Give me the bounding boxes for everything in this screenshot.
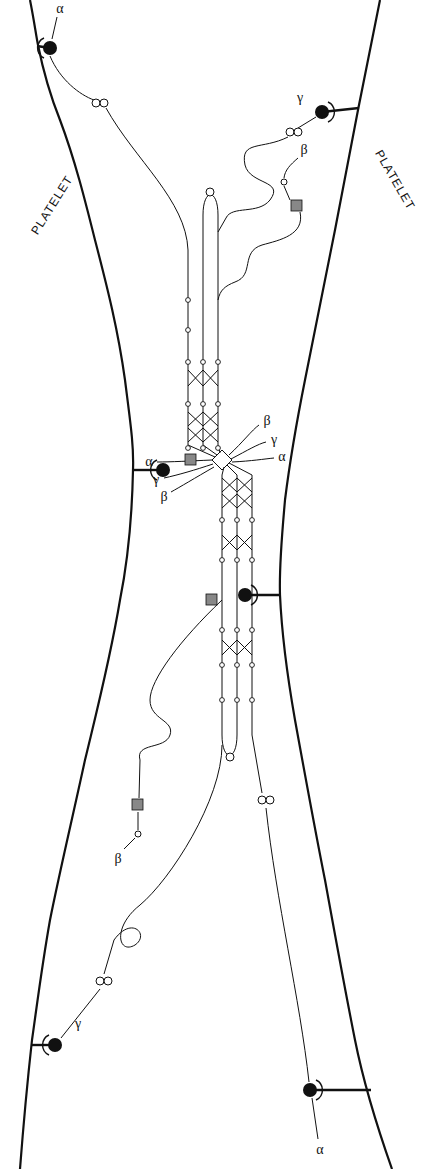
strand-bead — [235, 518, 240, 523]
strand-bead — [186, 446, 191, 451]
strand-bead — [220, 518, 225, 523]
strand-bead — [186, 360, 191, 365]
strand-bead — [216, 402, 221, 407]
strand-bead — [250, 663, 255, 668]
chain-label: α — [56, 2, 63, 16]
chain-label: α — [145, 455, 152, 469]
chain-label: α — [278, 450, 285, 464]
strand-bead — [220, 558, 225, 563]
chain-label: β — [300, 143, 307, 157]
receptor-bracket — [38, 38, 335, 1100]
strand-bead — [235, 663, 240, 668]
strand-bead — [250, 628, 255, 633]
platelet-label: PLATELET — [373, 148, 417, 212]
strand-bead — [220, 698, 225, 703]
strand-bead — [186, 402, 191, 407]
chain-loop — [92, 99, 302, 985]
receptor-stub — [31, 46, 371, 1090]
strand-bead — [186, 298, 255, 703]
strand-bead — [186, 298, 191, 303]
chain-label: γ — [75, 1017, 81, 1031]
strand-bead — [235, 698, 240, 703]
chain-label: γ — [297, 91, 303, 105]
strand-bead — [250, 518, 255, 523]
strand-bead — [201, 446, 206, 451]
strand-bead — [250, 698, 255, 703]
strand-bead — [186, 328, 191, 333]
strand-bead — [235, 628, 240, 633]
strand-bead — [201, 402, 206, 407]
chain-label: γ — [153, 473, 159, 487]
strand-bead — [201, 360, 206, 365]
fibrinogen-chain — [50, 17, 318, 1139]
platelet-membrane — [20, 0, 392, 1169]
chain-label: β — [160, 490, 167, 504]
strand-bead — [216, 360, 221, 365]
platelet-label: PLATELET — [29, 173, 75, 236]
carbohydrate-square — [132, 200, 302, 810]
strand-bead — [250, 558, 255, 563]
strand-bead — [220, 628, 225, 633]
chain-label: β — [263, 414, 270, 428]
receptor-dot — [43, 41, 329, 1097]
strand-bead — [235, 558, 240, 563]
chain-label: γ — [271, 433, 277, 447]
chain-label: β — [114, 852, 121, 866]
strand-bead — [220, 663, 225, 668]
strand-bead — [216, 446, 221, 451]
chain-label: α — [316, 1143, 323, 1157]
